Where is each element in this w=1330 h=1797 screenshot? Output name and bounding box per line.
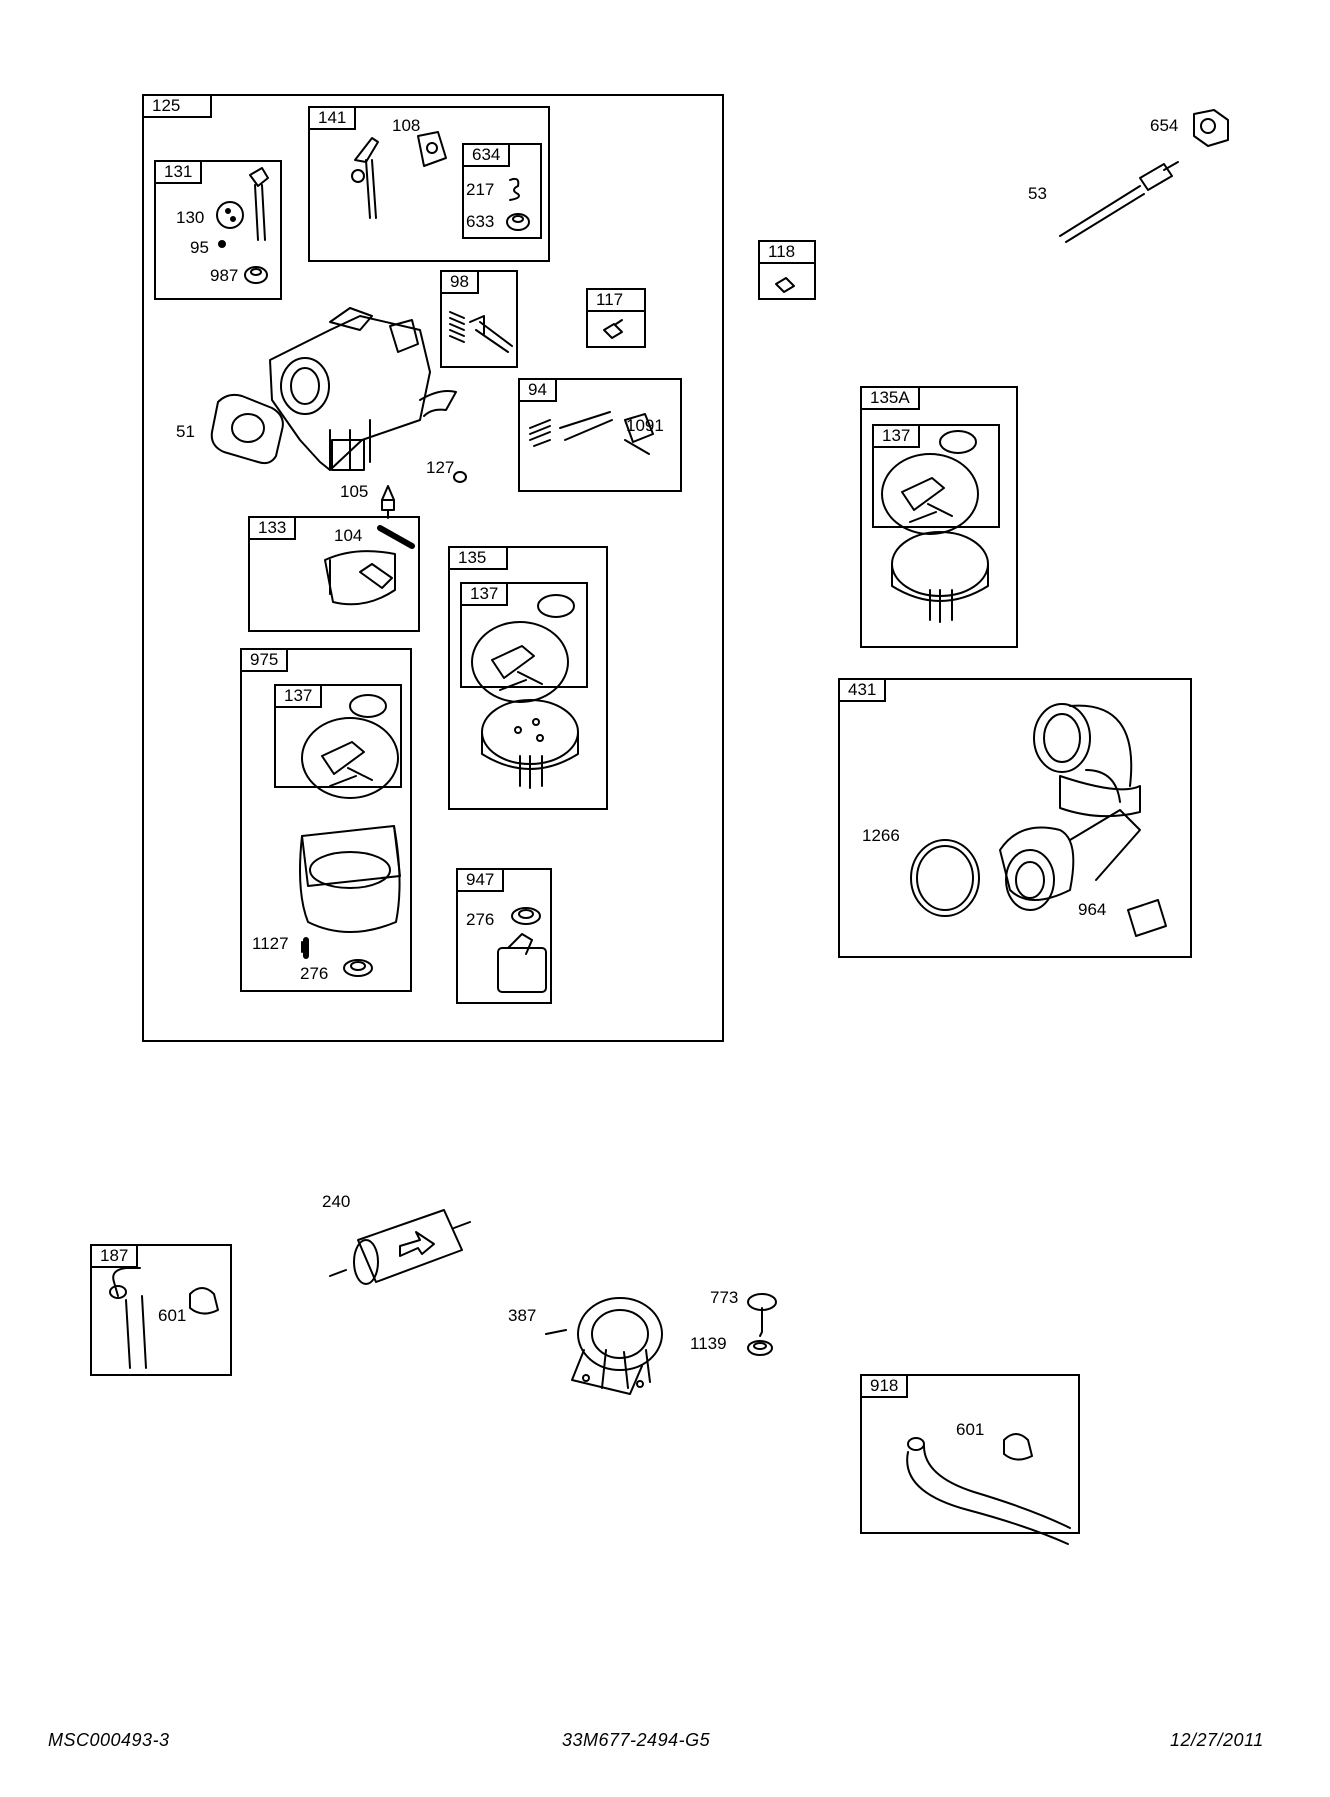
- fuel-pump-drawing: [546, 1298, 662, 1394]
- kit-label-135A: 135A: [860, 386, 920, 410]
- kit-box-947: 947: [456, 868, 552, 1004]
- diaphragm-135-drawing: [472, 595, 578, 788]
- kit-label-975-137: 137: [274, 684, 323, 708]
- part-label-217: 217: [466, 180, 495, 199]
- kit-label-947: 947: [456, 868, 505, 892]
- part-label-601-187: 601: [158, 1306, 187, 1325]
- kit-label-135A-137: 137: [872, 424, 921, 448]
- part-label-130: 130: [176, 208, 205, 227]
- part-label-1091: 1091: [626, 416, 664, 435]
- kit-box-431: 431: [838, 678, 1192, 958]
- kit-box-975: 975: [240, 648, 412, 992]
- kit-label-135: 135: [448, 546, 508, 570]
- idle-screw-drawing: [450, 312, 512, 352]
- float-drawing: [325, 528, 412, 604]
- fuel-bowl-drawing: [300, 695, 400, 976]
- kit-box-975-137: 137: [274, 684, 402, 788]
- footer-document-id: MSC000493-3: [48, 1730, 170, 1750]
- kit-label-125: 125: [142, 94, 212, 118]
- kit-label-117: 117: [586, 288, 646, 312]
- carburetor-drawing: [212, 308, 456, 470]
- kit-box-634: 634: [462, 143, 542, 239]
- intake-elbow-drawing: [911, 704, 1166, 936]
- part-label-987: 987: [210, 266, 239, 285]
- part-label-95: 95: [190, 238, 209, 257]
- kit-box-135-137: 137: [460, 582, 588, 688]
- part-label-127: 127: [426, 458, 455, 477]
- kit-label-634: 634: [462, 143, 511, 167]
- bolt-drawing: [748, 1294, 776, 1336]
- screw-118-drawing: [776, 278, 794, 292]
- solenoid-drawing: [498, 908, 546, 992]
- part-label-387: 387: [508, 1306, 537, 1325]
- part-label-51: 51: [176, 422, 195, 441]
- part-label-654: 654: [1150, 116, 1179, 135]
- footer-date: 12/27/2011: [1170, 1730, 1264, 1750]
- kit-label-975: 975: [240, 648, 289, 672]
- screw-117-drawing: [604, 320, 622, 338]
- kit-label-431: 431: [838, 678, 887, 702]
- footer-model-number: 33M677-2494-G5: [562, 1730, 711, 1750]
- washer-drawing: [748, 1341, 772, 1355]
- diaphragm-135A-drawing: [882, 431, 988, 622]
- part-label-240: 240: [322, 1192, 351, 1211]
- kit-box-141: 141: [308, 106, 550, 262]
- part-label-964: 964: [1078, 900, 1107, 919]
- kit-label-141: 141: [308, 106, 357, 130]
- part-label-108: 108: [392, 116, 421, 135]
- kit-box-118: 118: [758, 240, 816, 300]
- part-label-1127: 1127: [252, 934, 289, 953]
- part-label-773: 773: [710, 1288, 739, 1307]
- kit-label-133: 133: [248, 516, 297, 540]
- kit-box-187: 187: [90, 1244, 232, 1376]
- kit-box-117: 117: [586, 288, 646, 348]
- part-label-1139: 1139: [690, 1334, 727, 1353]
- part-label-104: 104: [334, 526, 363, 545]
- kit-box-135: 135: [448, 546, 608, 810]
- kit-label-118: 118: [758, 240, 816, 264]
- fuel-hose-187-drawing: [110, 1268, 218, 1368]
- part-label-105: 105: [340, 482, 369, 501]
- fuel-filter-drawing: [330, 1210, 470, 1284]
- spring-clip-drawing: [510, 179, 519, 200]
- kit-box-125: 125: [142, 94, 724, 1042]
- nut-drawing: [1194, 110, 1228, 146]
- part-label-276-975: 276: [300, 964, 329, 983]
- kit-label-187: 187: [90, 1244, 139, 1268]
- kit-label-135-137: 137: [460, 582, 509, 606]
- kit-box-98: 98: [440, 270, 518, 368]
- part-label-1266: 1266: [862, 826, 900, 845]
- kit-box-135A: 135A: [860, 386, 1018, 648]
- kit-label-94: 94: [518, 378, 557, 402]
- choke-shaft-drawing: [217, 168, 268, 283]
- kit-box-131: 131: [154, 160, 282, 300]
- part-label-53: 53: [1028, 184, 1047, 203]
- mixture-screw-drawing: [530, 412, 653, 454]
- part-label-276-947: 276: [466, 910, 495, 929]
- part-label-633: 633: [466, 212, 495, 231]
- kit-box-94: 94: [518, 378, 682, 492]
- kit-label-98: 98: [440, 270, 479, 294]
- kit-label-918: 918: [860, 1374, 909, 1398]
- kit-box-133: 133: [248, 516, 420, 632]
- stud-drawing: [1060, 162, 1178, 242]
- seal-drawing: [507, 214, 529, 230]
- kit-box-918: 918: [860, 1374, 1080, 1534]
- kit-box-135A-137: 137: [872, 424, 1000, 528]
- part-label-601-918: 601: [956, 1420, 985, 1439]
- throttle-lever-drawing: [352, 138, 378, 218]
- kit-label-131: 131: [154, 160, 203, 184]
- throttle-gasket-drawing: [418, 132, 446, 166]
